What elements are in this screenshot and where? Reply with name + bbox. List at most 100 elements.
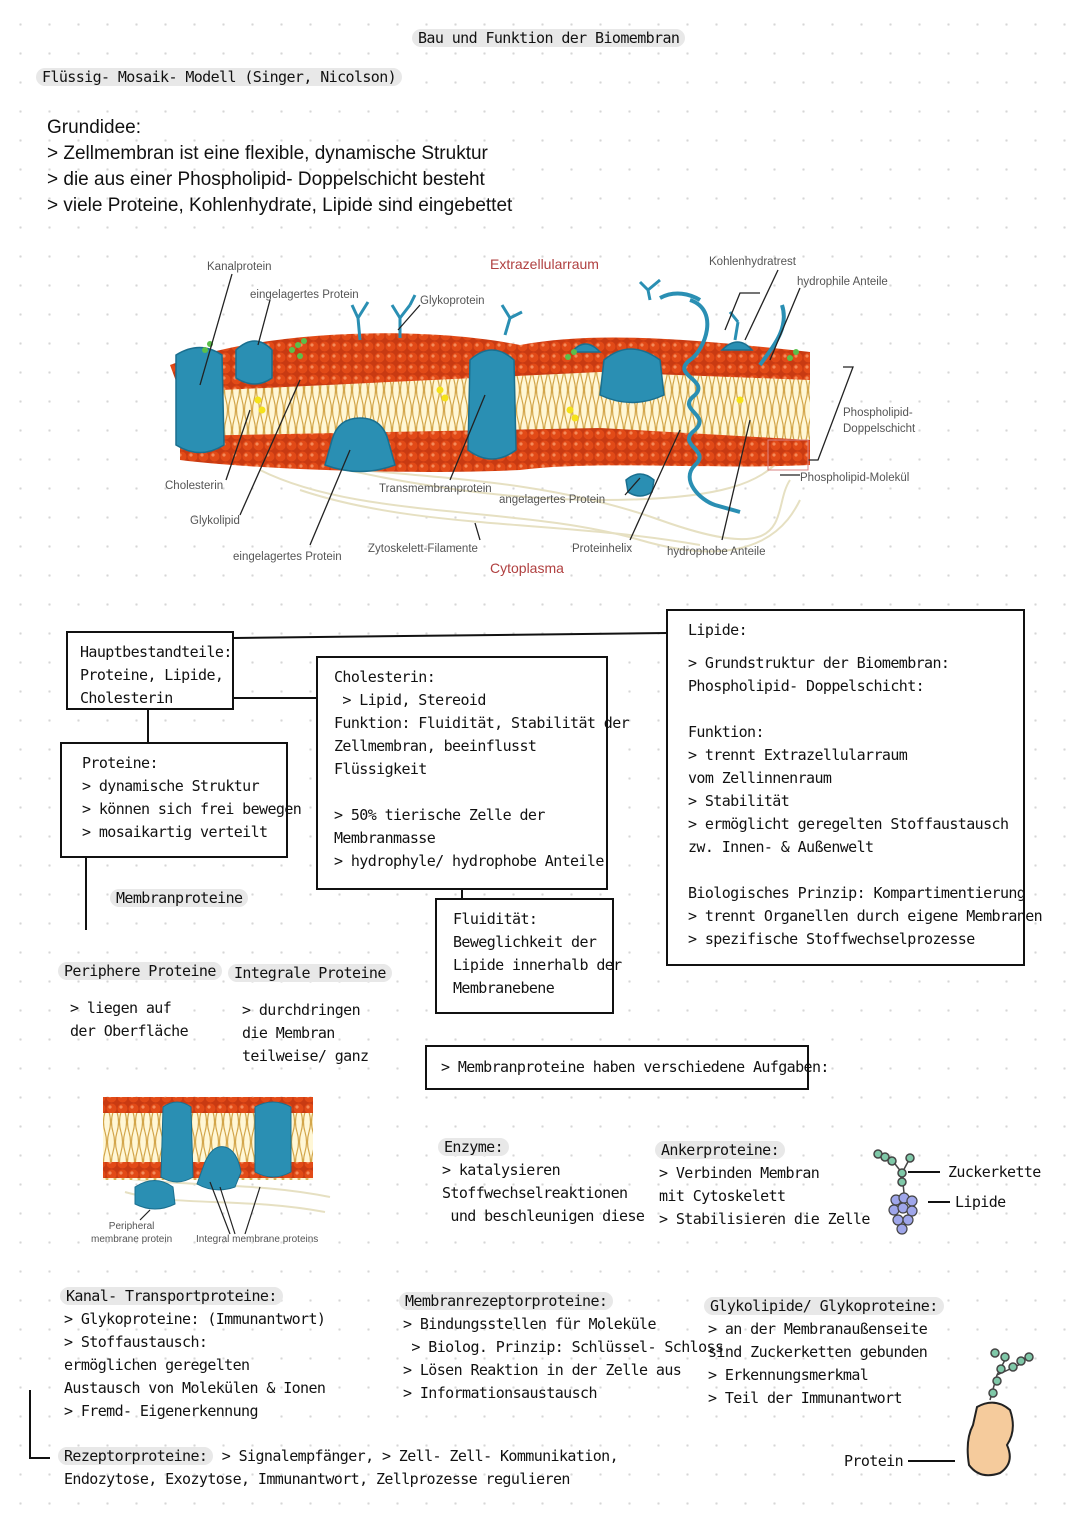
- cholesterin-line: Flüssigkeit: [334, 760, 427, 778]
- small-membrane-diagram: [103, 1097, 331, 1235]
- channel-protein-icon: [175, 346, 225, 454]
- enzyme-line: > katalysieren: [442, 1161, 561, 1179]
- grundidee-line: > viele Proteine, Kohlenhydrate, Lipide …: [47, 195, 513, 216]
- proteine-line: > mosaikartig verteilt: [82, 823, 268, 841]
- label-eingelagertes-protein-bottom: eingelagertes Protein: [233, 551, 342, 563]
- membranrezeptor-line: > Biolog. Prinzip: Schlüssel- Schloss: [403, 1338, 724, 1356]
- kanal-block: Kanal- Transportproteine: > Glykoprotein…: [60, 1285, 326, 1423]
- peripheral-protein-icon: [134, 1180, 176, 1210]
- lipide-line: Funktion:: [688, 723, 764, 741]
- kanal-line: > Stoffaustausch:: [64, 1333, 208, 1351]
- periphere-heading: Periphere Proteine: [58, 962, 222, 980]
- label-zytoskelett-filamente: Zytoskelett-Filamente: [368, 543, 478, 555]
- lipide-line: > ermöglicht geregelten Stoffaustausch: [688, 815, 1009, 833]
- periphere-line: der Oberfläche: [70, 1022, 189, 1040]
- label-integral-membrane-proteins: Integral membrane proteins: [196, 1234, 319, 1245]
- cholesterin-line: [334, 781, 594, 804]
- integrale-line: teilweise/ ganz: [242, 1047, 369, 1065]
- kanal-line: Austausch von Molekülen & Ionen: [64, 1379, 326, 1397]
- embedded-protein-icon: [235, 340, 273, 385]
- cholesterin-line: > hydrophyle/ hydrophobe Anteile: [334, 852, 604, 870]
- label-kanalprotein: Kanalprotein: [207, 261, 272, 273]
- cholesterol-icon: [254, 386, 744, 422]
- lipide-line: > Stabilität: [688, 792, 790, 810]
- cholesterin-line: > Lipid, Stereoid: [334, 691, 486, 709]
- integrale-heading: Integrale Proteine: [228, 964, 392, 982]
- glykolipide-block: Glykolipide/ Glykoproteine: > an der Mem…: [704, 1295, 944, 1410]
- label-transmembranprotein: Transmembranprotein: [379, 483, 492, 495]
- label-eingelagertes-protein-top: eingelagertes Protein: [250, 289, 359, 301]
- lipide-line: [688, 859, 1011, 882]
- enzyme-line: Stoffwechselreaktionen: [442, 1184, 628, 1202]
- cholesterin-box: Cholesterin: > Lipid, Stereoid Funktion:…: [316, 656, 630, 890]
- lipide-line: zw. Innen- & Außenwelt: [688, 838, 874, 856]
- glycolipid-chains-icon: [202, 338, 799, 361]
- anker-line: > Stabilisieren die Zelle: [659, 1210, 870, 1228]
- top-right-protein-icon: [720, 341, 754, 351]
- label-hydrophile-anteile: hydrophile Anteile: [797, 276, 888, 288]
- hauptbestandteile-heading: Hauptbestandteile:: [80, 643, 232, 661]
- cholesterin-line: Membranmasse: [334, 829, 436, 847]
- cholesterin-line: Funktion: Fluidität, Stabilität der: [334, 714, 630, 732]
- rezeptorproteine-line: > Signalempfänger, > Zell- Zell- Kommuni…: [213, 1447, 619, 1465]
- hauptbestandteile-line: Proteine, Lipide,: [80, 666, 224, 684]
- proteine-box: Proteine: > dynamische Struktur > können…: [60, 742, 302, 858]
- lipide-line: > spezifische Stoffwechselprozesse: [688, 930, 975, 948]
- rezeptorproteine-heading: Rezeptorproteine:: [58, 1447, 214, 1465]
- model-heading: Flüssig- Mosaik- Modell (Singer, Nicolso…: [36, 66, 403, 89]
- proteine-line: > können sich frei bewegen: [82, 800, 302, 818]
- grundidee-block: Grundidee: > Zellmembran ist eine flexib…: [47, 115, 512, 219]
- anker-block: Ankerproteine: > Verbinden Membran mit C…: [655, 1139, 870, 1231]
- rezeptorproteine-line: Endozytose, Exozytose, Immunantwort, Zel…: [64, 1470, 570, 1488]
- membranrezeptor-line: > Bindungsstellen für Moleküle: [403, 1315, 657, 1333]
- proteine-line: > dynamische Struktur: [82, 777, 260, 795]
- glycoprotein-icon: [966, 1348, 1034, 1477]
- lipide-line: Phospholipid- Doppelschicht:: [688, 677, 925, 695]
- fluiditaet-heading: Fluidität:: [453, 910, 538, 928]
- glykolipide-line: > Teil der Immunantwort: [708, 1389, 903, 1407]
- kanal-line: > Glykoproteine: (Immunantwort): [64, 1310, 326, 1328]
- fluiditaet-line: Membranebene: [453, 979, 555, 997]
- grundidee-line: > die aus einer Phospholipid- Doppelschi…: [47, 169, 485, 190]
- membranrezeptor-line: > Informationsaustausch: [403, 1384, 598, 1402]
- proteine-heading: Proteine:: [82, 754, 158, 772]
- anker-line: mit Cytoskelett: [659, 1187, 786, 1205]
- label-phospholipid-doppelschicht: Phospholipid- Doppelschicht: [843, 407, 916, 435]
- lipide-line: vom Zellinnenraum: [688, 769, 832, 787]
- kanal-heading: Kanal- Transportproteine:: [60, 1287, 283, 1305]
- glykolipide-line: > an der Membranaußenseite: [708, 1320, 928, 1338]
- enzyme-block: Enzyme: > katalysieren Stoffwechselreakt…: [438, 1136, 645, 1228]
- membranrezeptor-heading: Membranrezeptorproteine:: [399, 1292, 614, 1310]
- inner-protein-icon: [599, 348, 665, 404]
- protein-helix-icon: [682, 298, 741, 514]
- fluiditaet-box: Fluidität: Beweglichkeit der Lipide inne…: [435, 898, 622, 1014]
- label-cholesterin: Cholesterin: [165, 480, 224, 492]
- label-glykolipid: Glykolipid: [190, 515, 240, 527]
- lipide-heading: Lipide:: [688, 621, 748, 639]
- glykolipide-line: sind Zuckerketten gebunden: [708, 1343, 928, 1361]
- protein-label: Protein: [844, 1452, 904, 1470]
- transmembrane-protein-icon: [467, 349, 517, 460]
- glycolipid-icon: [873, 1149, 918, 1235]
- integral-protein-icon: [160, 1101, 194, 1183]
- fluiditaet-line: Lipide innerhalb der: [453, 956, 622, 974]
- lipide-line: > Grundstruktur der Biomembran:: [688, 654, 950, 672]
- integrale-line: > durchdringen: [242, 1001, 361, 1019]
- membrane-diagram: [170, 269, 854, 553]
- glykolipide-line: > Erkennungsmerkmal: [708, 1366, 869, 1384]
- membranproteine-text: Membranproteine: [110, 889, 249, 907]
- label-angelagertes-protein: angelagertes Protein: [499, 494, 606, 506]
- anker-heading: Ankerproteine:: [655, 1141, 786, 1159]
- membranrezeptor-line: > Lösen Reaktion in der Zelle aus: [403, 1361, 682, 1379]
- lipide-line: > trennt Organellen durch eigene Membran…: [688, 907, 1043, 925]
- periphere-block: Periphere Proteine > liegen auf der Ober…: [58, 960, 222, 1043]
- label-phospholipid-molekuel: Phospholipid-Molekül: [800, 472, 910, 484]
- anker-line: > Verbinden Membran: [659, 1164, 820, 1182]
- label-kohlenhydratrest: Kohlenhydratrest: [709, 256, 796, 268]
- lipide-line: > trennt Extrazellularraum: [688, 746, 908, 764]
- zuckerkette-label: Zuckerkette: [948, 1163, 1041, 1181]
- hauptbestandteile-box: Hauptbestandteile: Proteine, Lipide, Cho…: [66, 631, 234, 710]
- label-glykoprotein: Glykoprotein: [420, 295, 485, 307]
- integrale-block: Integrale Proteine > durchdringen die Me…: [228, 962, 392, 1068]
- model-heading-text: Flüssig- Mosaik- Modell (Singer, Nicolso…: [36, 68, 403, 86]
